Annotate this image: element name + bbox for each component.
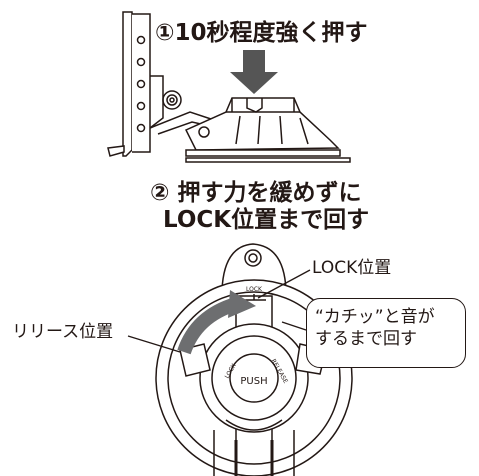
side-view-monitor <box>107 11 351 163</box>
click-sound-line1: “カチッ”と音が <box>315 307 435 327</box>
leader-lines <box>127 269 311 353</box>
click-sound-line2: するまで回す <box>315 329 417 349</box>
release-position-label: リリース位置 <box>12 322 114 342</box>
step1-instruction: ①10秒程度強く押す <box>155 20 368 46</box>
click-sound-callout: “カチッ”と音が するまで回す <box>306 298 466 368</box>
knob-push-label: PUSH <box>240 376 267 387</box>
lock-position-label: LOCK位置 <box>312 258 392 278</box>
step2-instruction-line2: LOCK位置まで回す <box>163 207 370 233</box>
push-down-arrow <box>230 50 278 94</box>
rotation-arrow <box>177 290 256 355</box>
knob-lock-mark: LOCK <box>246 286 263 293</box>
step2-instruction-line1: ② 押す力を緩めずに <box>150 180 362 206</box>
